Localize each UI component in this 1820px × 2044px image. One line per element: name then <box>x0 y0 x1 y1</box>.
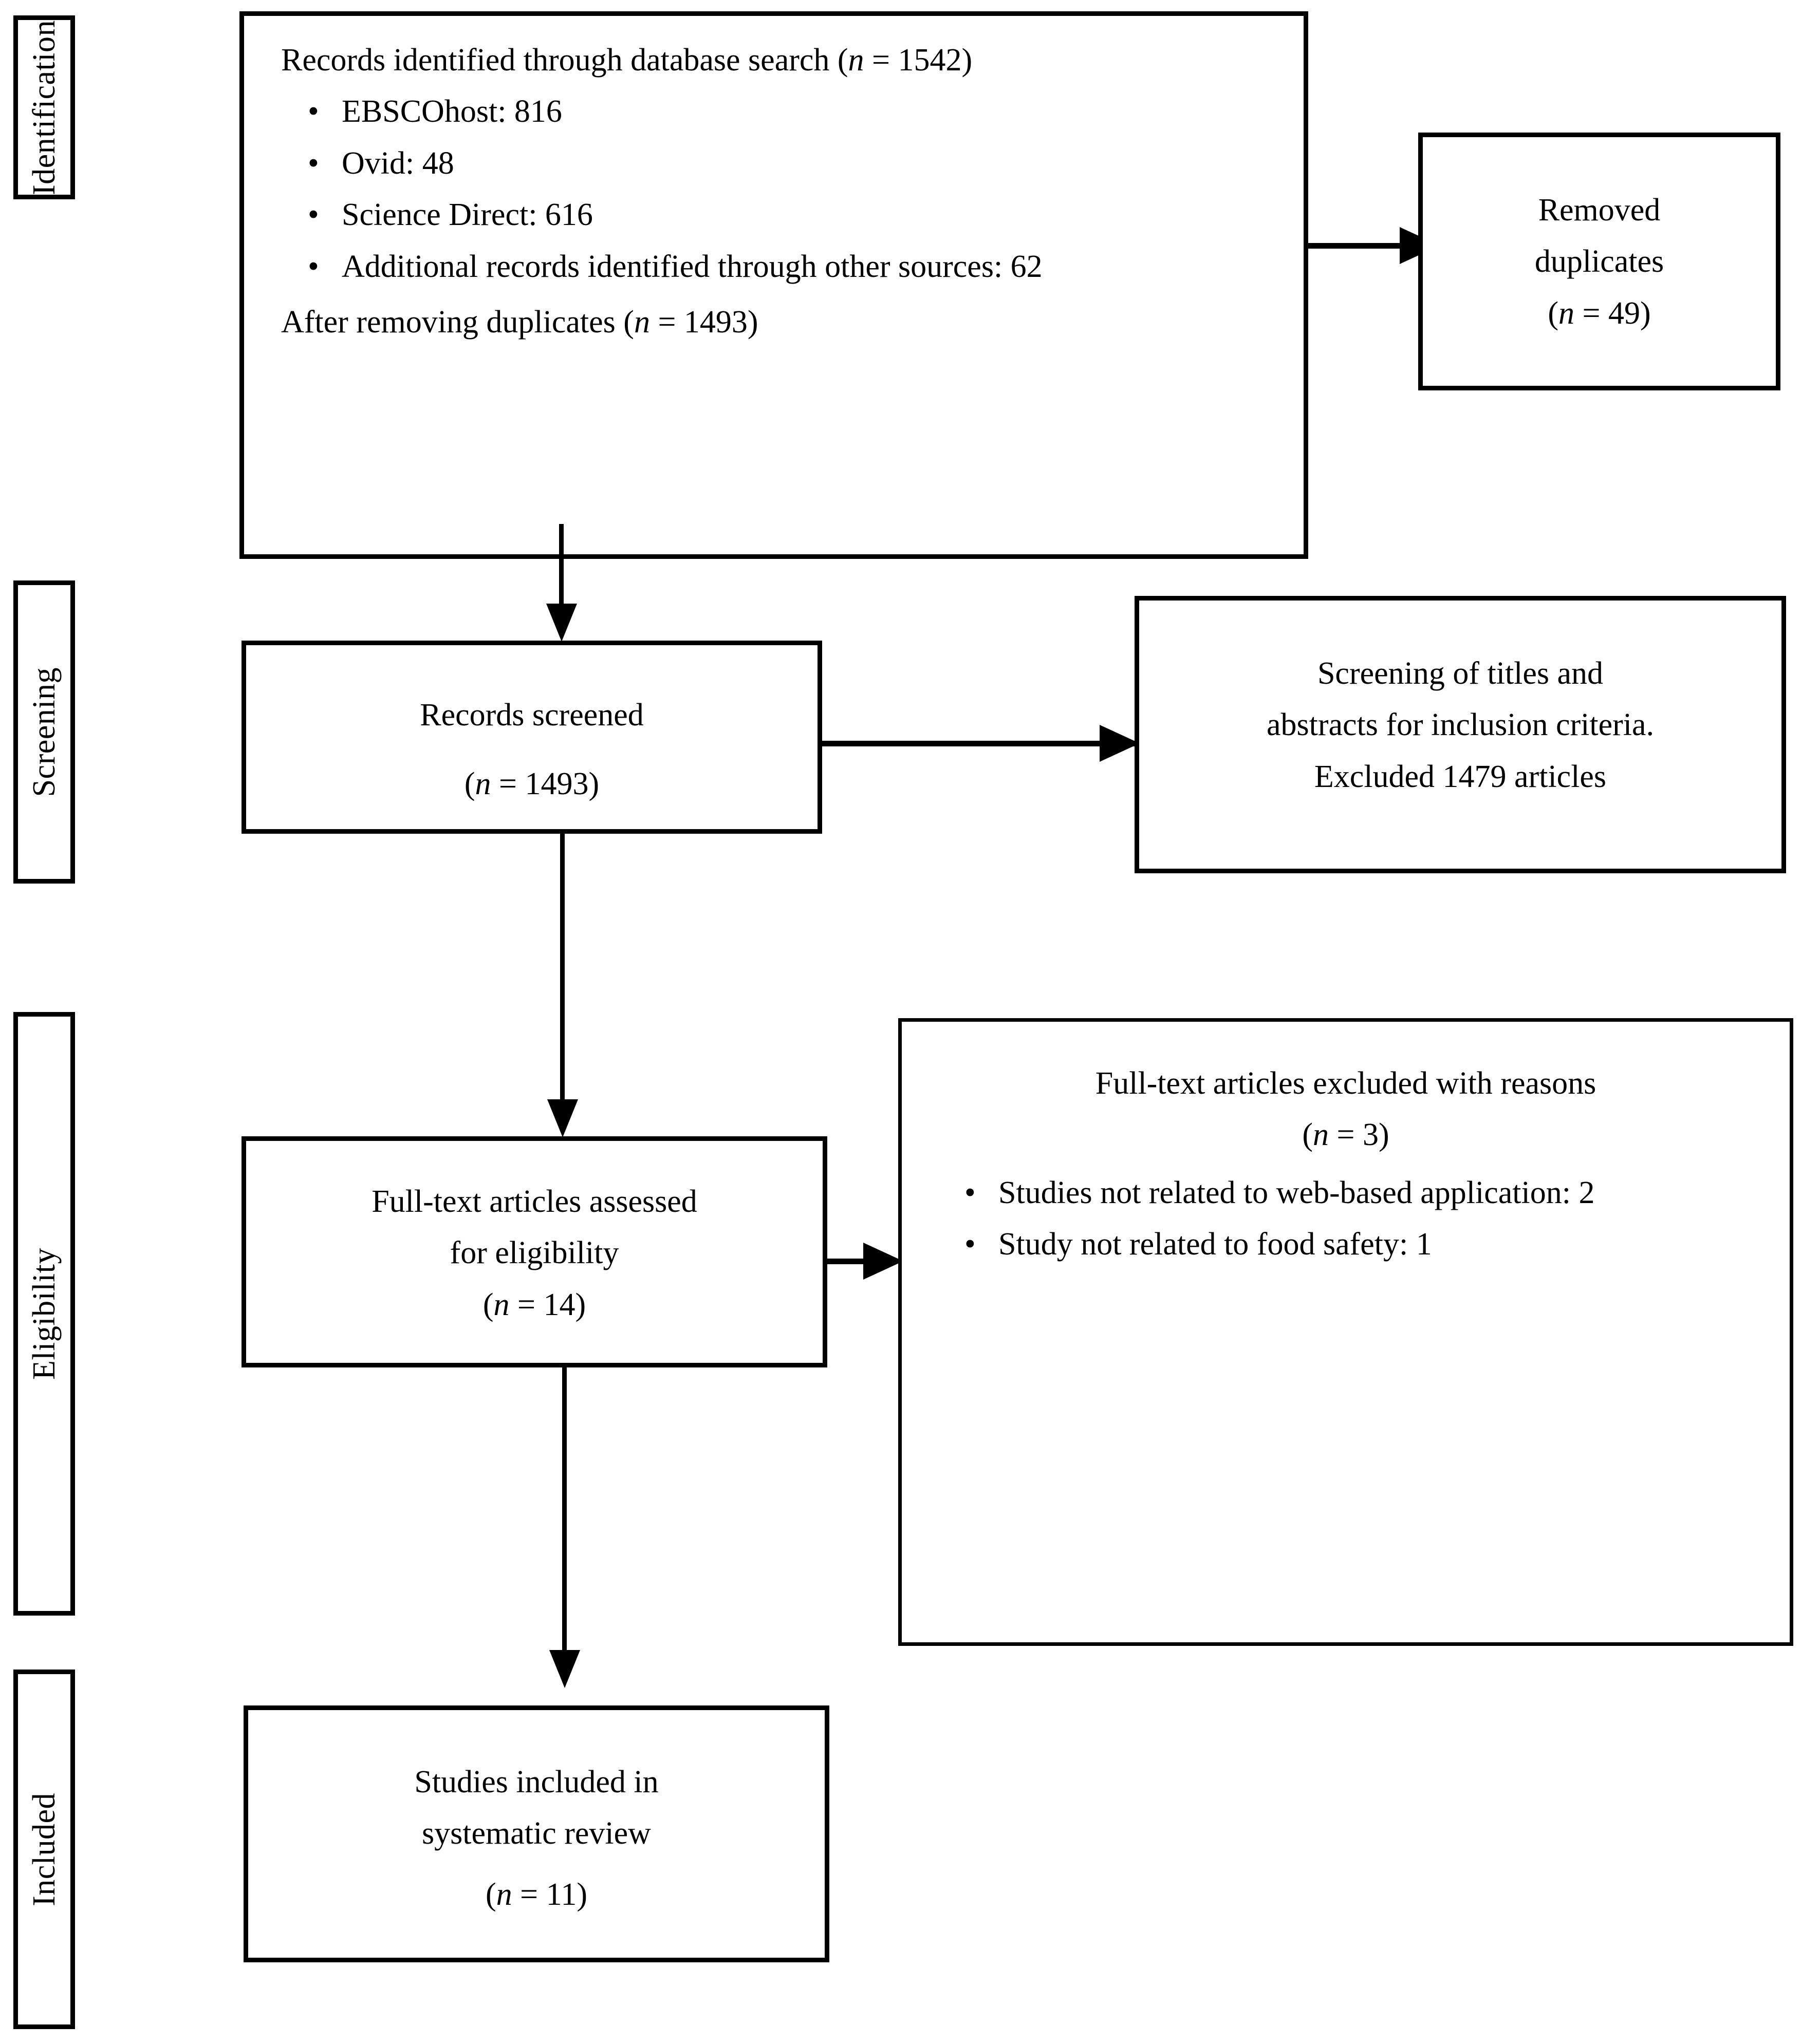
node-records-screened: Records screened (n = 1493) <box>242 641 822 834</box>
records-identified-heading-pre: Records identified through database sear… <box>281 43 848 78</box>
list-item: • Study not related to food safety: 1 <box>916 1218 1775 1270</box>
fulltext-assessed-line2: for eligibility <box>450 1235 619 1271</box>
node-removed-duplicates: Removed duplicates (n = 49) <box>1418 133 1780 390</box>
screening-excluded-line1: Screening of titles and <box>1317 656 1604 691</box>
bullet-icon: • <box>308 145 319 181</box>
stage-label-screening: Screening <box>27 667 62 797</box>
records-identified-footer: After removing duplicates (n = 1493) <box>281 296 1283 348</box>
connector-fulltext-to-excluded <box>825 1259 882 1264</box>
list-item-label: Additional records identified through ot… <box>342 249 1043 284</box>
studies-included-line3: (n = 11) <box>261 1869 812 1920</box>
screening-excluded-line2: abstracts for inclusion criteria. <box>1266 707 1655 743</box>
node-screening-excluded: Screening of titles and abstracts for in… <box>1135 596 1786 873</box>
removed-duplicates-line2: duplicates <box>1534 244 1664 279</box>
arrowhead-fulltext-to-excluded <box>863 1243 903 1280</box>
fulltext-excluded-bullet-list: • Studies not related to web-based appli… <box>916 1167 1775 1270</box>
fulltext-assessed-paren-open: ( <box>482 1287 494 1322</box>
records-identified-footer-n: n <box>634 305 650 340</box>
screening-excluded-line3: Excluded 1479 articles <box>1314 759 1607 794</box>
records-screened-n: n <box>475 766 491 802</box>
list-item-label: Science Direct: 616 <box>342 197 593 233</box>
records-identified-bullet-list: • EBSCOhost: 816 • Ovid: 48 • Science Di… <box>281 86 1283 292</box>
stage-label-included: Included <box>27 1792 62 1906</box>
studies-included-line1: Studies included in <box>414 1765 659 1799</box>
list-item: • Additional records identified through … <box>281 241 1283 292</box>
bullet-icon: • <box>308 197 319 233</box>
list-item-label: Study not related to food safety: 1 <box>998 1227 1432 1262</box>
bullet-icon: • <box>964 1175 976 1210</box>
records-identified-heading: Records identified through database sear… <box>281 34 1283 86</box>
fulltext-assessed-line3: (n = 14) <box>258 1279 810 1330</box>
records-screened-paren-open: ( <box>464 766 475 802</box>
fulltext-assessed-value: = 14) <box>509 1287 586 1322</box>
removed-duplicates-n: n <box>1558 295 1575 331</box>
bullet-icon: • <box>308 249 319 284</box>
stage-label-eligibility: Eligibility <box>27 1248 62 1380</box>
removed-duplicates-line3: (n = 49) <box>1435 288 1763 339</box>
removed-duplicates-value: = 49) <box>1574 295 1651 331</box>
list-item: • Science Direct: 616 <box>281 189 1283 240</box>
stage-box-identification: Identification <box>13 15 75 199</box>
bullet-icon: • <box>964 1227 976 1262</box>
node-studies-included: Studies included in systematic review (n… <box>244 1705 829 1962</box>
fulltext-assessed-n: n <box>493 1287 510 1322</box>
stage-box-screening: Screening <box>13 580 75 884</box>
arrowhead-fulltext-to-included <box>549 1650 580 1688</box>
removed-duplicates-paren-open: ( <box>1548 295 1559 331</box>
stage-box-included: Included <box>13 1670 75 2029</box>
records-screened-value: = 1493) <box>491 766 600 802</box>
connector-screened-to-fulltext <box>560 829 565 1127</box>
list-item-label: EBSCOhost: 816 <box>342 94 562 129</box>
connector-identified-to-removed <box>1308 243 1411 249</box>
node-fulltext-excluded: Full-text articles excluded with reasons… <box>898 1018 1793 1646</box>
studies-included-paren-open: ( <box>486 1877 496 1912</box>
records-screened-line2: (n = 1493) <box>258 758 805 810</box>
bullet-icon: • <box>308 94 319 129</box>
stage-label-identification: Identification <box>27 20 62 195</box>
fulltext-excluded-n: n <box>1313 1117 1329 1153</box>
connector-identified-to-screened <box>559 524 564 625</box>
list-item: • Ovid: 48 <box>281 138 1283 189</box>
records-identified-footer-post: = 1493) <box>649 305 758 340</box>
studies-included-line2: systematic review <box>422 1816 651 1851</box>
stage-box-eligibility: Eligibility <box>13 1012 75 1616</box>
arrowhead-screened-to-fulltext <box>547 1099 578 1137</box>
list-item-label: Ovid: 48 <box>342 145 454 181</box>
studies-included-n: n <box>496 1877 512 1912</box>
records-identified-heading-n: n <box>848 43 864 78</box>
studies-included-value: = 11) <box>512 1877 587 1912</box>
fulltext-assessed-line1: Full-text articles assessed <box>372 1184 697 1219</box>
list-item: • Studies not related to web-based appli… <box>916 1167 1775 1218</box>
list-item-label: Studies not related to web-based applica… <box>998 1175 1595 1210</box>
fulltext-excluded-count: (n = 3) <box>916 1109 1775 1160</box>
arrowhead-screened-to-excluded <box>1100 725 1140 762</box>
fulltext-excluded-value: = 3) <box>1329 1117 1389 1153</box>
records-identified-heading-post: = 1542) <box>864 43 973 78</box>
removed-duplicates-line1: Removed <box>1538 193 1661 228</box>
node-fulltext-assessed: Full-text articles assessed for eligibil… <box>242 1136 827 1367</box>
connector-screened-to-excluded <box>819 741 1138 746</box>
records-screened-line1: Records screened <box>420 698 644 733</box>
connector-fulltext-to-included <box>562 1364 567 1677</box>
arrowhead-identified-to-screened <box>546 604 577 642</box>
records-identified-footer-pre: After removing duplicates ( <box>281 305 634 340</box>
fulltext-excluded-heading: Full-text articles excluded with reasons <box>1095 1066 1596 1101</box>
list-item: • EBSCOhost: 816 <box>281 86 1283 137</box>
node-records-identified: Records identified through database sear… <box>239 11 1308 559</box>
fulltext-excluded-paren-open: ( <box>1302 1117 1313 1153</box>
